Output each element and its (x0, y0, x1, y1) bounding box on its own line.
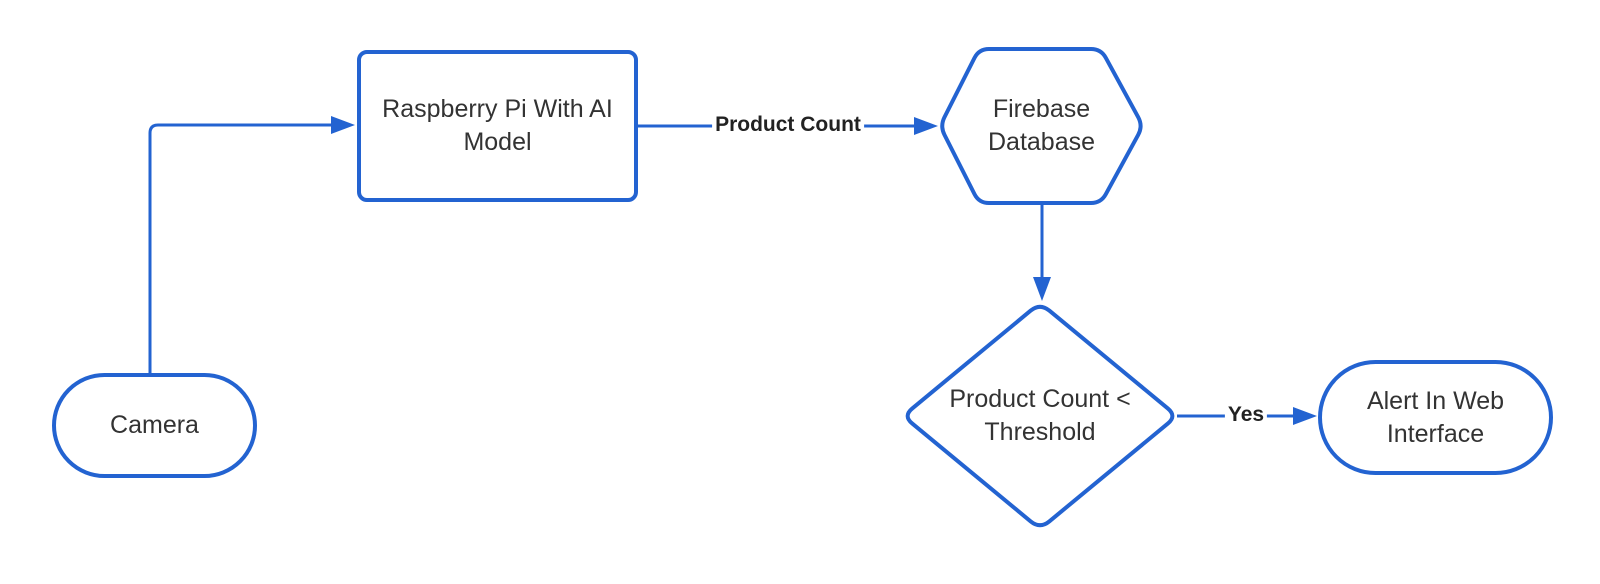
node-web-alert-label: Alert In Web Interface (1366, 386, 1505, 448)
edge-camera-to-raspberrypi (148, 123, 331, 373)
hexagon-shape-firebase (940, 47, 1143, 205)
node-camera: Camera (52, 373, 257, 478)
arrowhead-right-icon (1293, 407, 1317, 425)
node-firebase-database-label: Firebase Database (987, 95, 1096, 156)
node-raspberry-pi-label: Raspberry Pi With AI Model (382, 95, 613, 156)
diamond-shape-decision (905, 304, 1175, 528)
node-raspberry-pi: Raspberry Pi With AI Model (357, 50, 638, 202)
edge-label-yes: Yes (1224, 403, 1268, 427)
arrowhead-right-icon (331, 116, 355, 134)
node-threshold-decision-label: Product Count < Threshold (949, 385, 1131, 446)
edge-label-product-count: Product Count (712, 113, 864, 137)
node-firebase-database: Firebase Database (940, 49, 1143, 203)
node-camera-label: Camera (110, 411, 199, 439)
node-web-alert: Alert In Web Interface (1318, 360, 1553, 475)
node-threshold-decision: Product Count < Threshold (903, 303, 1177, 529)
arrowhead-right-icon (914, 117, 938, 135)
arrowhead-down-icon (1033, 277, 1051, 301)
